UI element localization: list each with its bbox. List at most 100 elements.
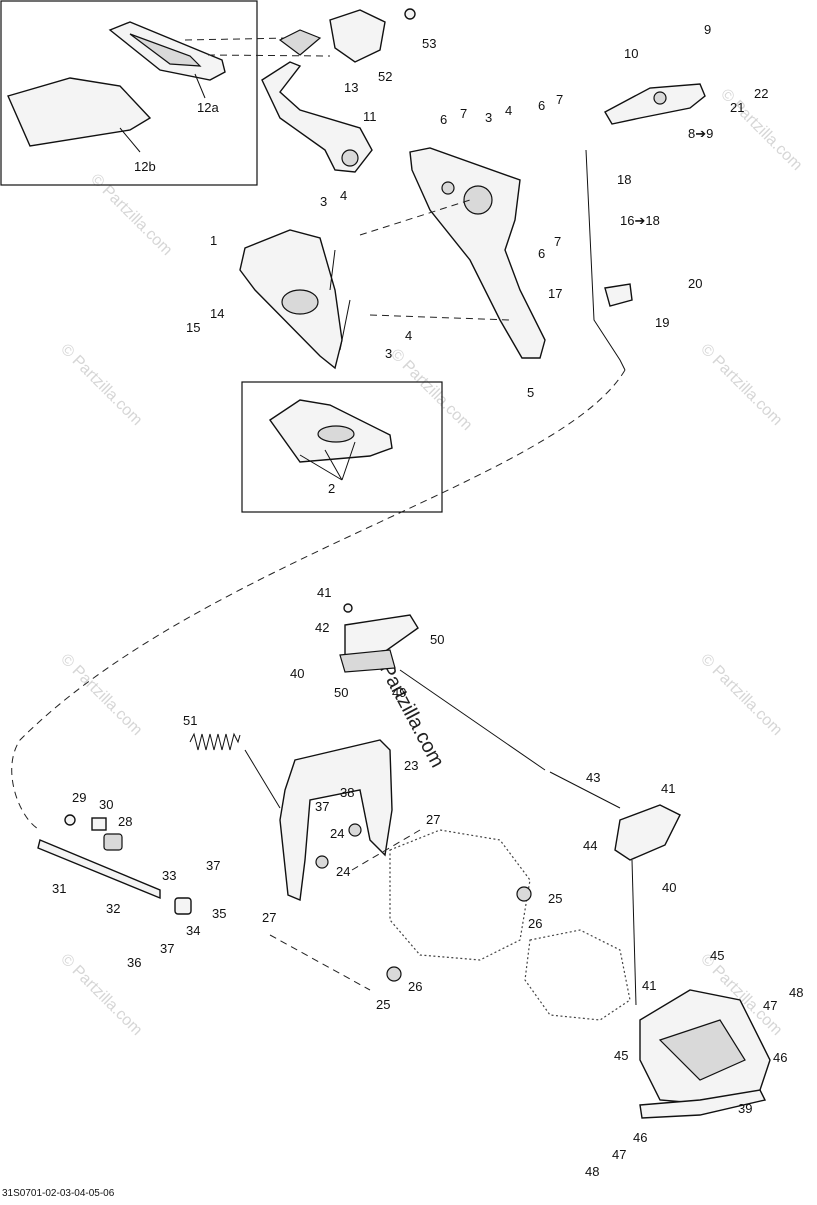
part-24-bushing [315,855,329,869]
label-27: 27 [426,812,440,827]
part-41-nut [343,603,353,613]
part-5-hole [441,181,455,195]
jet-pump-outline [389,829,531,961]
part-52-block [329,9,386,63]
label-12b: 12b [134,159,156,174]
part-16-cable [585,149,626,371]
label-18: 18 [617,172,631,187]
part-24-bushing [348,823,362,837]
label-5: 5 [527,385,534,400]
part-44-bracket [614,804,681,861]
label-13: 13 [344,80,358,95]
diagram-code: 31S0701-02-03-04-05-06 [2,1188,115,1199]
label-23: 23 [404,758,418,773]
inset-box-bracket [241,381,443,513]
label-42: 42 [315,620,329,635]
label-30: 30 [99,797,113,812]
part-2-hole [317,425,355,443]
label-36: 36 [127,955,141,970]
leader-51 [244,749,281,809]
label-41: 41 [661,781,675,796]
label-24: 24 [336,864,350,879]
label-10: 10 [624,46,638,61]
watermark: © Partzilla.com [697,341,785,429]
label-14: 14 [210,306,224,321]
label-26: 26 [528,916,542,931]
label-3: 3 [320,194,327,209]
part-12b-pad [7,77,152,147]
label-17: 17 [548,286,562,301]
label-41: 41 [642,978,656,993]
label-25: 25 [548,891,562,906]
part-23-bracket [279,739,393,902]
label-6: 6 [440,112,447,127]
label-47: 47 [763,998,777,1013]
part-26-bearing [386,966,402,982]
label-22: 22 [754,86,768,101]
label-53: 53 [422,36,436,51]
part-11-top [278,29,322,56]
part-11-arm [261,61,373,173]
label-3: 3 [385,346,392,361]
watermark: © Partzilla.com [57,341,145,429]
label-27: 27 [262,910,276,925]
watermark: © Partzilla.com [387,346,475,434]
label-48: 48 [585,1164,599,1179]
label-41: 41 [317,585,331,600]
label-12a: 12a [197,100,219,115]
label-35: 35 [212,906,226,921]
label-1: 1 [210,233,217,248]
label-2: 2 [328,481,335,496]
part-28 [103,833,123,851]
watermark: © Partzilla.com [57,651,145,739]
label-38: 38 [340,785,354,800]
label-50: 50 [334,685,348,700]
part-11-pivot [341,149,359,167]
part-26-bearing [516,886,532,902]
dash-line [207,54,331,57]
label-46: 46 [633,1130,647,1145]
label-11: 11 [363,109,377,124]
label-51: 51 [183,713,197,728]
label-50: 50 [430,632,444,647]
label-8: 8➔9 [688,126,713,141]
label-40: 40 [290,666,304,681]
label-15: 15 [186,320,200,335]
leader [329,249,336,291]
label-6: 6 [538,98,545,113]
label-26: 26 [408,979,422,994]
label-3: 3 [485,110,492,125]
label-52: 52 [378,69,392,84]
label-33: 33 [162,868,176,883]
label-46: 46 [773,1050,787,1065]
cable-route [11,369,626,831]
part-10-hub [653,91,667,105]
label-19: 19 [655,315,669,330]
label-45: 45 [710,948,724,963]
label-37: 37 [315,799,329,814]
label-21: 21 [730,100,744,115]
inset-box-cover [0,0,258,186]
nozzle-outline [524,929,631,1021]
label-24: 24 [330,826,344,841]
watermark: © Partzilla.com [697,651,785,739]
label-20: 20 [688,276,702,291]
label-37: 37 [160,941,174,956]
leader-12b [119,127,141,153]
label-31: 31 [52,881,66,896]
part-5-hole [463,185,493,215]
label-34: 34 [186,923,200,938]
dash-line [184,37,291,41]
label-4: 4 [505,103,512,118]
label-25: 25 [376,997,390,1012]
leader-2 [299,441,356,481]
label-7: 7 [556,92,563,107]
label-43: 43 [586,770,600,785]
label-44: 44 [583,838,597,853]
dash-line [269,934,371,991]
part-5-plate [409,147,546,359]
part-53-nut [404,8,416,20]
leader-44 [631,859,637,1006]
